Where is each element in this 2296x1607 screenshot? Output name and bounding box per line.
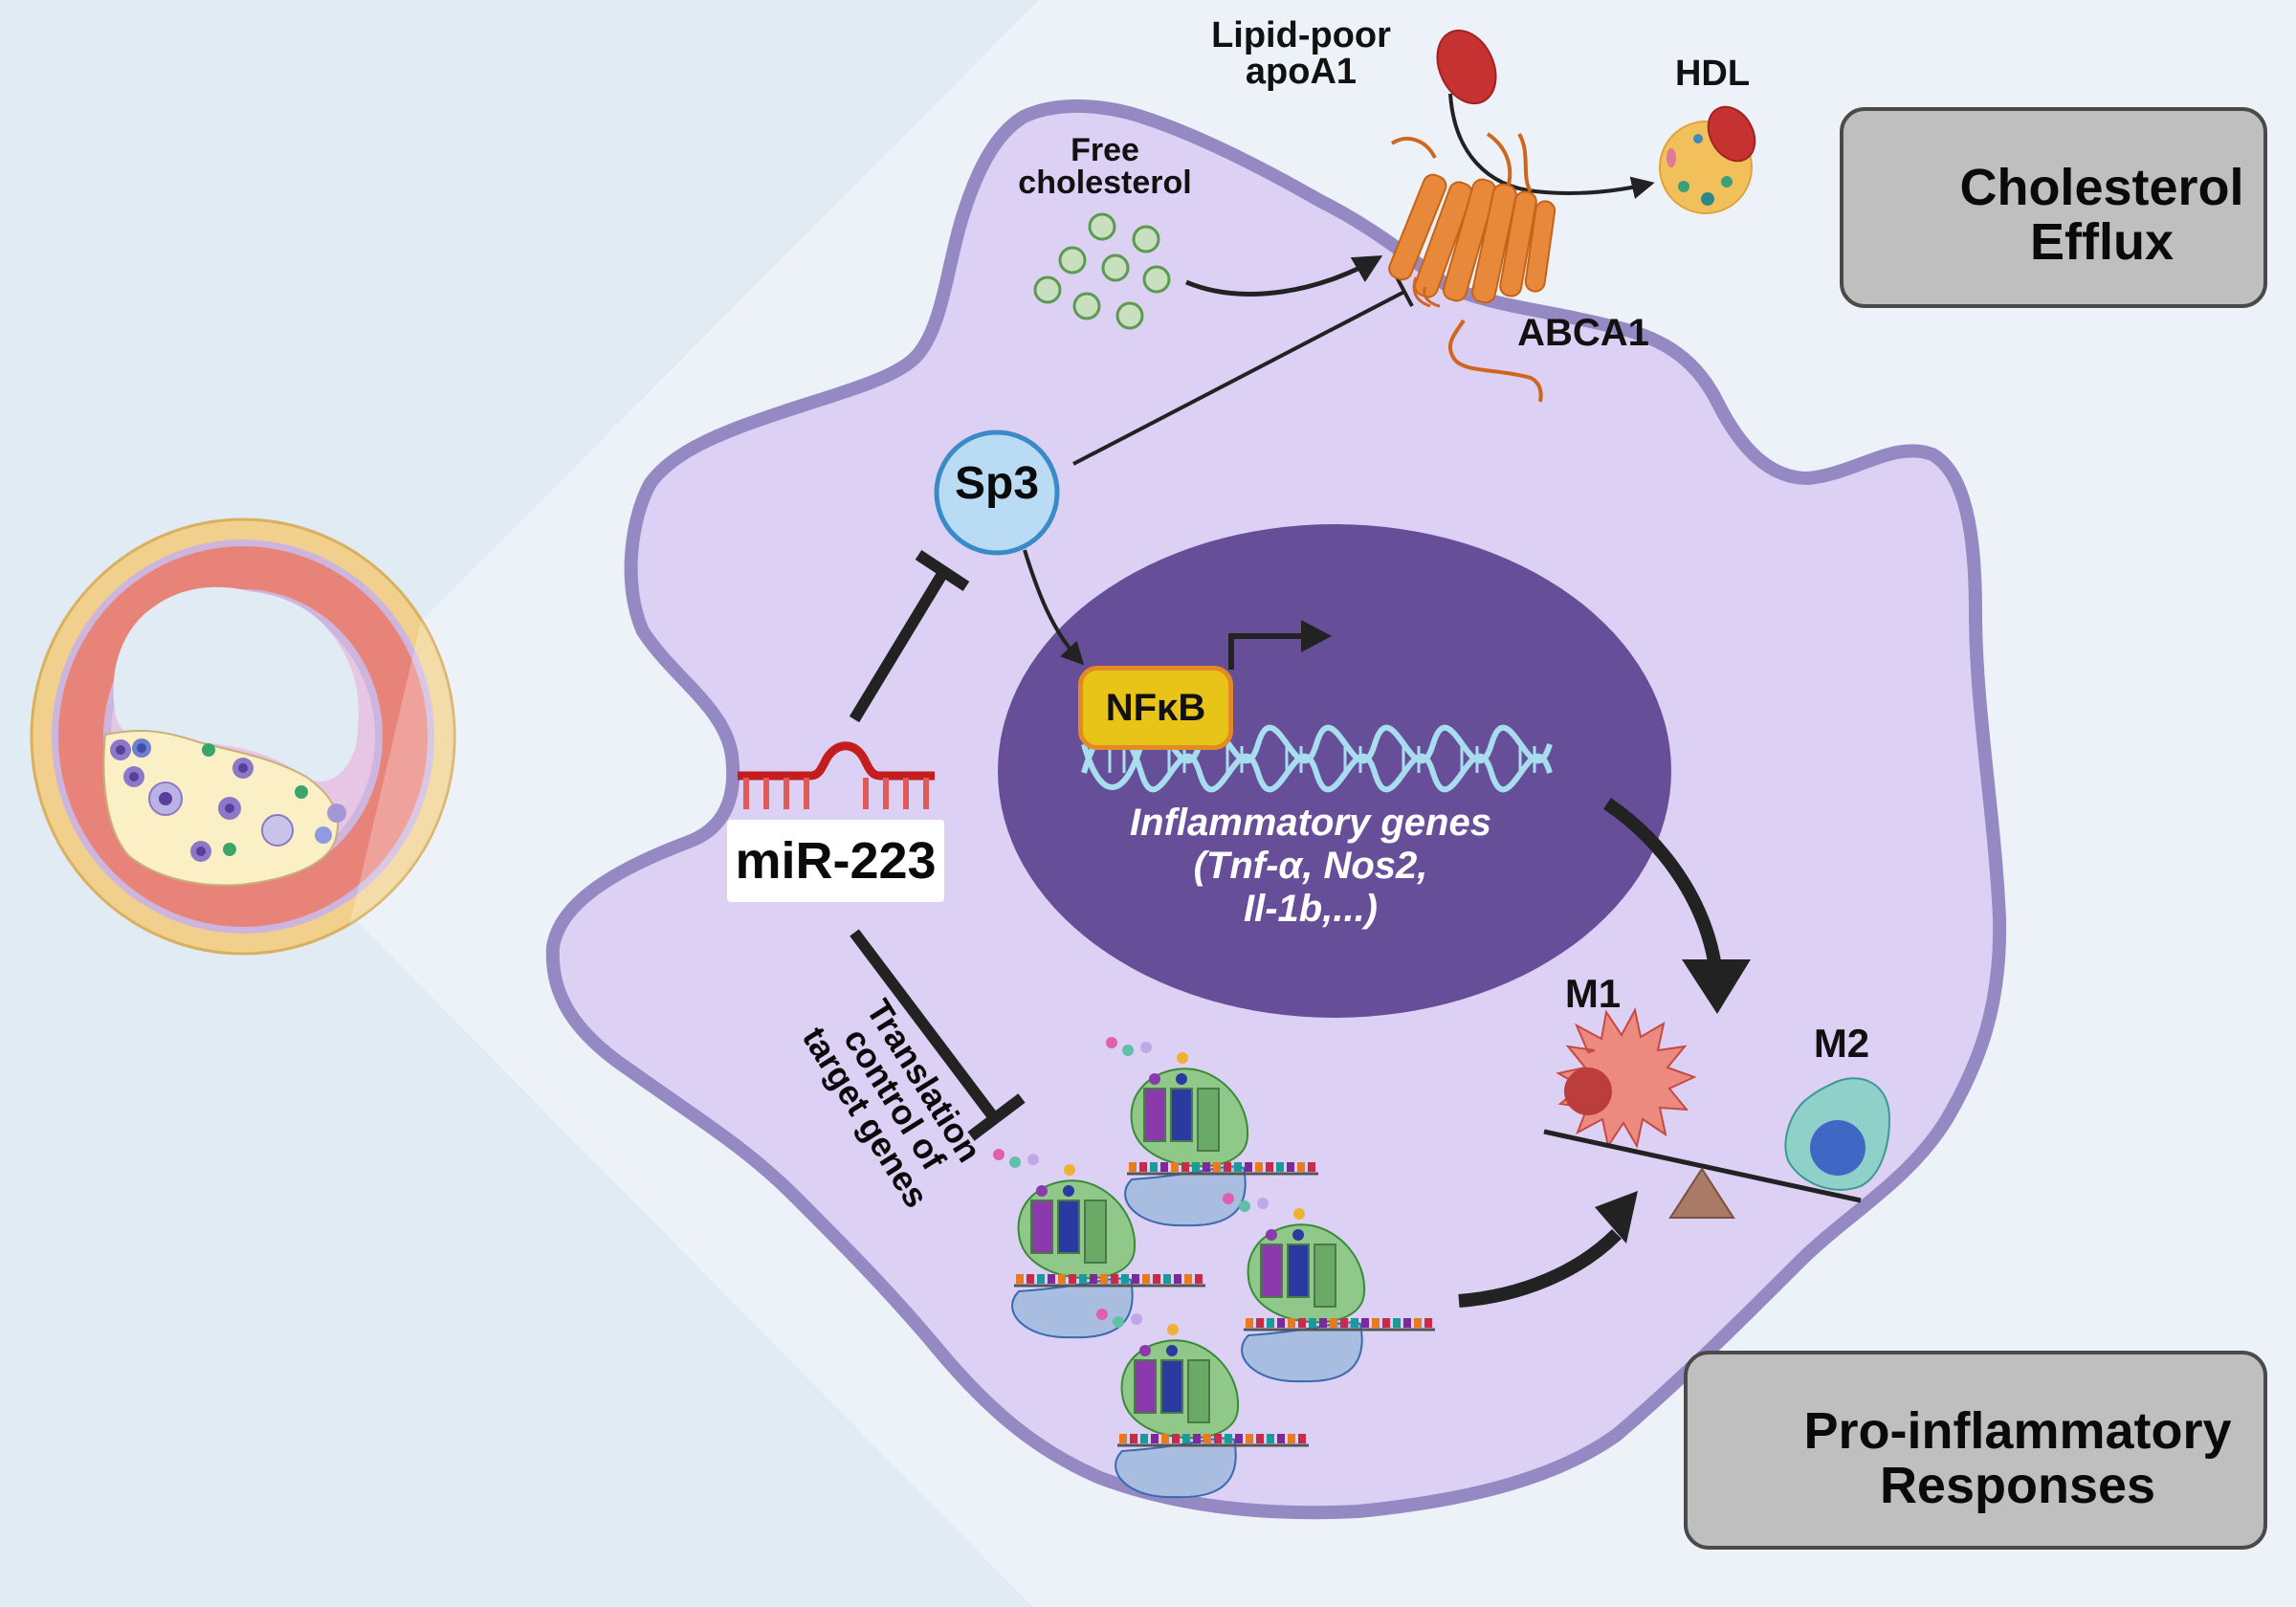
cholesterol-efflux-line1: Cholesterol [1959, 159, 2244, 216]
artery-cross-section [30, 517, 456, 956]
genes-to-balance-arrow [1603, 798, 1724, 986]
pro-inflammatory-text: Pro-inflammatory Responses [1783, 1404, 2252, 1512]
genes-to-balance-arrow-head [1682, 959, 1751, 1014]
transcription-arrow-head [1301, 620, 1332, 652]
zoom-wedge-upper [287, 0, 1039, 794]
pro-inflammatory-line1: Pro-inflammatory [1803, 1402, 2232, 1460]
m2-label: M2 [1813, 1021, 1870, 1066]
cholesterol-efflux-box: Cholesterol Efflux [1840, 107, 2267, 308]
free-cholesterol-dots [1033, 212, 1171, 330]
mir223-inhibits-translation-line [850, 929, 1000, 1123]
seesaw-beam [1543, 1129, 1862, 1203]
mir223-inhibits-sp3-bar [915, 549, 970, 592]
artery-lumen [113, 586, 359, 781]
sp3-inhibits-abca1-line [1072, 290, 1405, 466]
sp3-circle [934, 429, 1060, 556]
hdl-particle [1659, 105, 1756, 214]
free-cholesterol-label: Free cholesterol [995, 134, 1215, 199]
abca1-label: ABCA1 [1517, 312, 1649, 354]
mir223-hairpin-icon [738, 741, 935, 809]
inflammatory-genes-line2: (Tnf-α, Nos2, [1193, 844, 1428, 887]
sp3-label: Sp3 [954, 458, 1040, 509]
cholesterol-efflux-line2: Efflux [2029, 212, 2174, 271]
ribosome [1223, 1193, 1435, 1383]
pro-inflammatory-box: Pro-inflammatory Responses [1684, 1351, 2267, 1550]
m1-macrophage [1556, 1007, 1697, 1149]
ribosome [1096, 1309, 1309, 1499]
abca1-transporter [1388, 132, 1556, 403]
inflammatory-genes-line1: Inflammatory genes [1130, 802, 1491, 844]
pro-inflammatory-line2: Responses [1879, 1456, 2156, 1514]
inflammatory-genes-line3: Il-1b,...) [1244, 887, 1378, 930]
ribosome [1106, 1037, 1318, 1227]
m2-macrophage [1784, 1077, 1891, 1191]
ribosome [993, 1149, 1205, 1339]
free-cholesterol-line1: Free [1071, 132, 1139, 168]
transcription-arrow [1228, 633, 1301, 670]
lipid-poor-apoa1-line2: apoA1 [1245, 52, 1358, 92]
translation-to-balance-arrow [1458, 1229, 1622, 1308]
nfkb-label: NFκB [1078, 666, 1233, 750]
inflammatory-genes-label: Inflammatory genes (Tnf-α, Nos2, Il-1b,.… [1062, 802, 1559, 930]
ribosome-group [993, 1037, 1435, 1499]
lipid-poor-apoa1-line1: Lipid-poor [1211, 15, 1391, 55]
free-cholesterol-line2: cholesterol [1018, 165, 1192, 201]
lipid-poor-apoa1-label: Lipid-poor apoA1 [1196, 17, 1406, 90]
cholesterol-efflux-text: Cholesterol Efflux [1949, 161, 2255, 269]
seesaw-fulcrum [1668, 1167, 1735, 1219]
mir223-inhibits-translation-bar [967, 1093, 1026, 1141]
cholesterol-to-abca1-arrow [1185, 254, 1383, 297]
sp3-to-nfkb-arrow [1023, 549, 1085, 666]
translation-to-balance-arrow-head [1595, 1191, 1638, 1244]
apoa1-particle [1436, 29, 1497, 105]
apoa1-to-hdl-arrow [1448, 93, 1655, 199]
mir223-inhibits-sp3-line [849, 570, 948, 723]
m1-label: M1 [1564, 971, 1622, 1016]
nucleus [998, 524, 1671, 1018]
hdl-label: HDL [1674, 54, 1751, 94]
mir223-label: miR-223 [727, 820, 944, 902]
